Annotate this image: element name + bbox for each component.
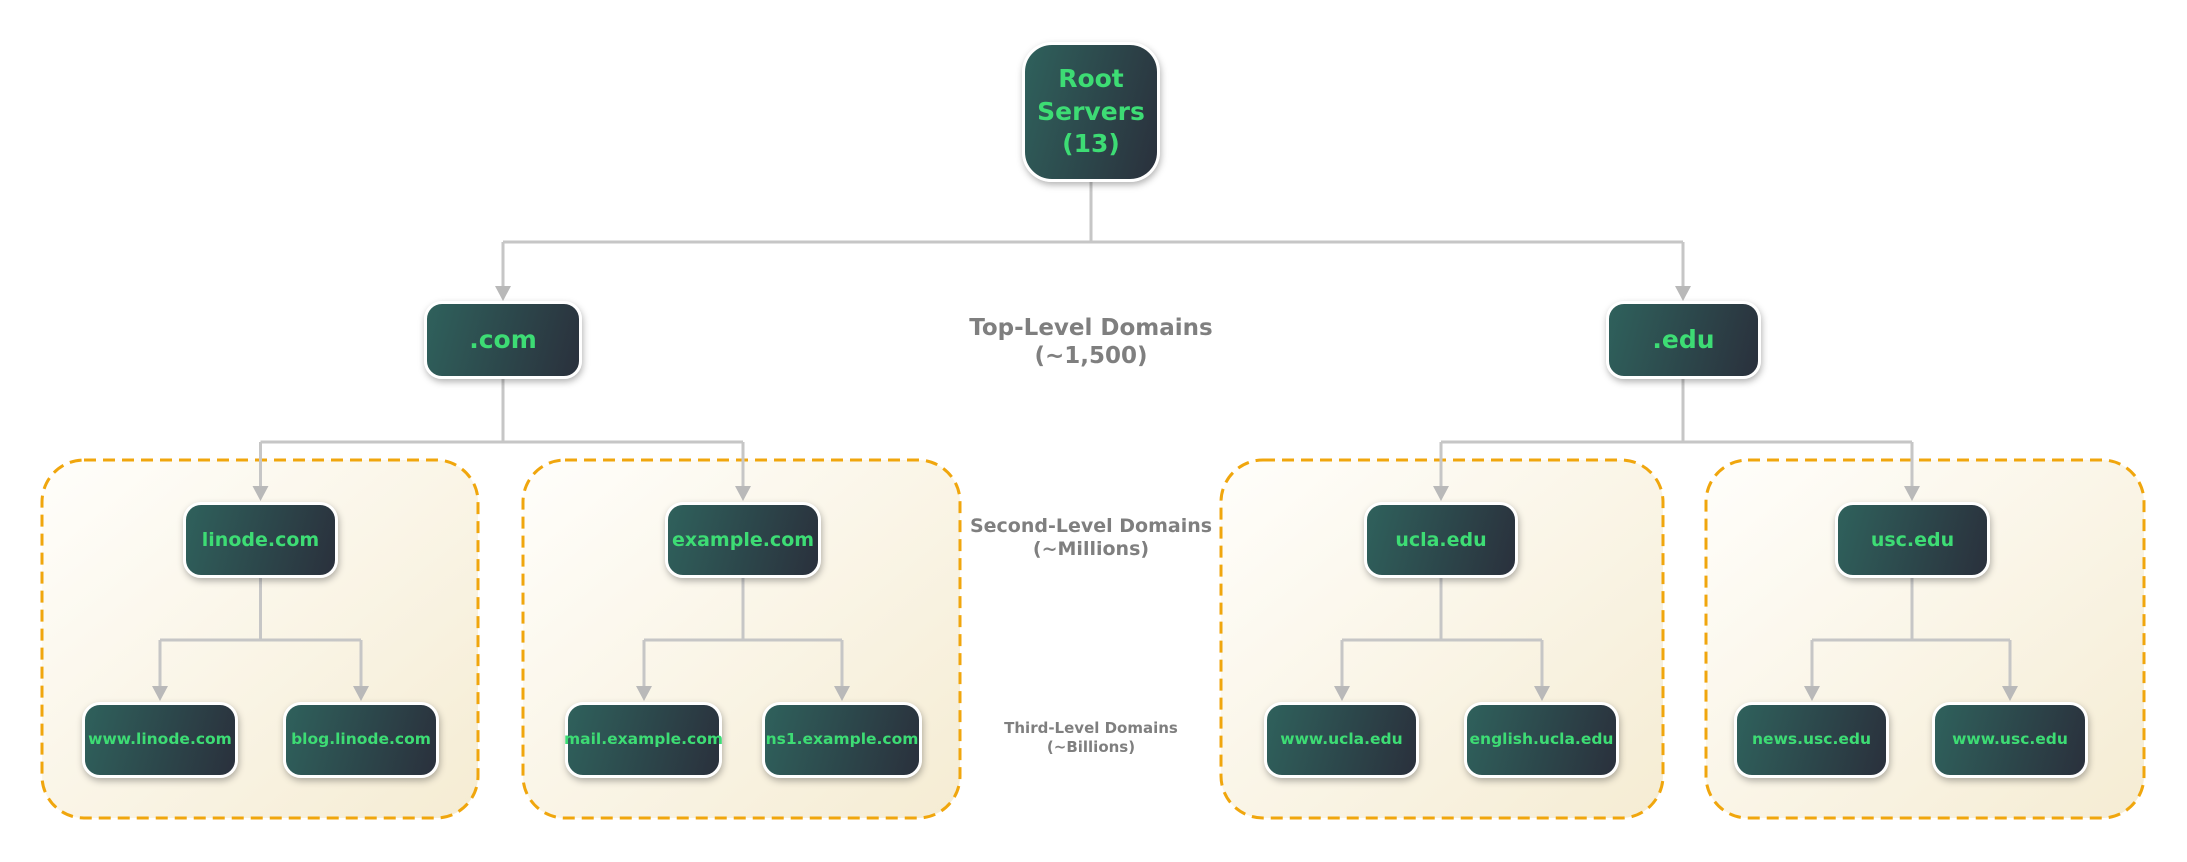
arrowhead-down-icon: [834, 686, 850, 701]
node-news-usc-edu: news.usc.edu: [1734, 702, 1889, 778]
connector-edu-to-slds: [1433, 379, 1920, 501]
label-count: (~Billions): [1046, 738, 1136, 756]
connector-linode-to-children: [152, 578, 369, 701]
arrowhead-down-icon: [1804, 686, 1820, 701]
node-blog-linode-com: blog.linode.com: [283, 702, 439, 778]
label-count: (~Millions): [1032, 538, 1150, 560]
connector-usc-to-children: [1804, 578, 2018, 701]
arrowhead-down-icon: [2002, 686, 2018, 701]
node-edu: .edu: [1606, 301, 1761, 379]
label-third-level-domains: Third-Level Domains (~Billions): [881, 719, 1301, 757]
arrowhead-down-icon: [1904, 486, 1920, 501]
connector-line: [1340, 578, 1544, 688]
node-com: .com: [424, 301, 582, 379]
connector-ucla-to-children: [1334, 578, 1550, 701]
node-usc-edu: usc.edu: [1835, 502, 1990, 578]
arrowhead-down-icon: [252, 486, 269, 501]
arrowhead-down-icon: [636, 686, 652, 701]
arrowhead-down-icon: [1675, 286, 1691, 301]
arrowhead-down-icon: [495, 286, 511, 301]
connector-root-to-tlds: [495, 182, 1691, 301]
connector-line: [158, 578, 363, 688]
connector-line: [259, 379, 745, 488]
node-www-ucla-edu: www.ucla.edu: [1264, 702, 1419, 778]
label-second-level-domains: Second-Level Domains (~Millions): [881, 515, 1301, 561]
node-ucla-edu: ucla.edu: [1364, 502, 1518, 578]
connector-example-to-children: [636, 578, 850, 701]
label-top-level-domains: Top-Level Domains (~1,500): [881, 314, 1301, 370]
label-title: Third-Level Domains: [1004, 719, 1178, 737]
arrowhead-down-icon: [152, 686, 168, 701]
arrowhead-down-icon: [1534, 686, 1550, 701]
label-title: Second-Level Domains: [969, 515, 1213, 537]
arrowhead-down-icon: [353, 686, 369, 701]
arrowhead-down-icon: [1334, 686, 1350, 701]
connector-line: [642, 578, 844, 688]
arrowhead-down-icon: [1433, 486, 1449, 501]
label-title: Top-Level Domains: [969, 315, 1213, 341]
node-ns1-example-com: ns1.example.com: [762, 702, 922, 778]
connector-com-to-slds: [252, 379, 751, 501]
node-www-usc-edu: www.usc.edu: [1932, 702, 2088, 778]
node-root-servers: Root Servers (13): [1022, 42, 1160, 182]
node-mail-example-com: mail.example.com: [564, 702, 723, 778]
node-example-com: example.com: [665, 502, 821, 578]
connector-line: [1439, 379, 1914, 488]
node-english-ucla-edu: english.ucla.edu: [1464, 702, 1619, 778]
node-linode-com: linode.com: [183, 502, 338, 578]
connector-line: [1810, 578, 2012, 688]
label-count: (~1,500): [1034, 343, 1148, 369]
node-www-linode-com: www.linode.com: [82, 702, 238, 778]
arrowhead-down-icon: [735, 486, 751, 501]
connector-line: [501, 182, 1685, 288]
